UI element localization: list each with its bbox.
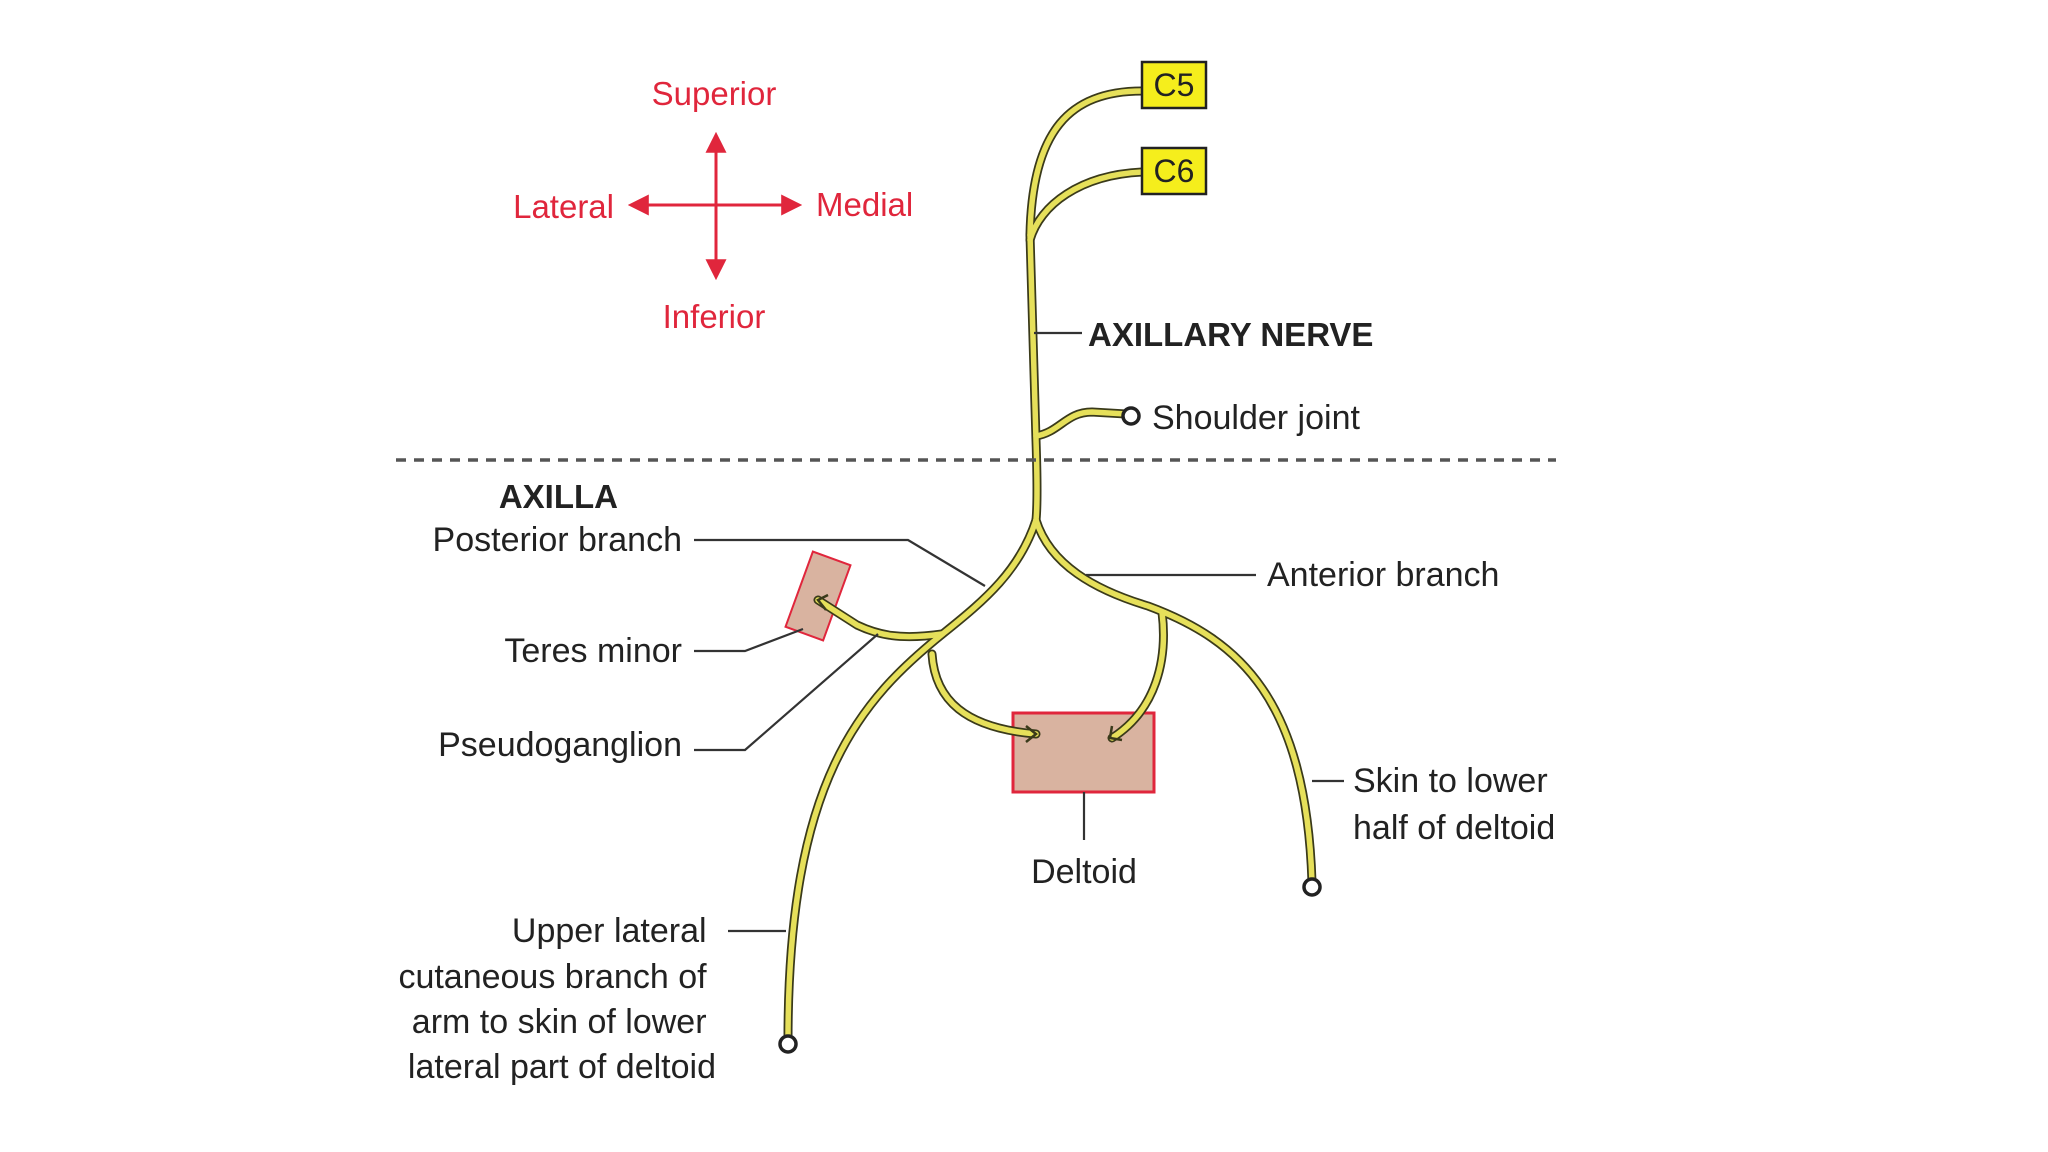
skin-lower-deltoid-line-1: Skin to lower: [1353, 762, 1548, 800]
nerve-outline: [783, 86, 1317, 1045]
posterior-branch-leader: [694, 538, 986, 587]
teres-minor-ending: [816, 593, 829, 611]
deltoid-ending-right: [1108, 725, 1123, 742]
shoulder-joint-terminal: [1121, 406, 1141, 426]
upper-lateral-cutaneous-line-4: lateral part of deltoid: [408, 1048, 716, 1086]
inferior-label: Inferior: [663, 298, 766, 335]
skin-lower-deltoid-line-2: half of deltoid: [1353, 809, 1555, 847]
anterior-branch-nerve: [1033, 517, 1315, 885]
upper-lateral-cutaneous-label: Upper lateral cutaneous branch of arm to…: [398, 912, 716, 1086]
anterior-deltoid-branch: [1109, 609, 1167, 741]
c5-label: C5: [1154, 67, 1195, 103]
axillary-nerve-trunk: [1027, 232, 1040, 523]
c6-root-box: C6: [1140, 146, 1208, 196]
deltoid-ending-left: [1025, 725, 1039, 743]
anterior-branch-terminal: [1302, 877, 1322, 897]
c6-root-nerve: [1027, 169, 1145, 243]
lateral-label: Lateral: [513, 188, 614, 225]
posterior-branch-label: Posterior branch: [433, 521, 682, 559]
deltoid-label: Deltoid: [1031, 853, 1137, 891]
teres-minor-leader: [694, 627, 804, 653]
teres-minor-branch: [815, 597, 945, 640]
anterior-branch-label: Anterior branch: [1267, 556, 1499, 594]
upper-lateral-cutaneous-line-1: Upper lateral: [512, 912, 707, 950]
axilla-label: AXILLA: [499, 478, 618, 515]
upper-lateral-cutaneous-line-2: cutaneous branch of: [398, 958, 707, 996]
c5-root-nerve: [1027, 88, 1145, 238]
medial-label: Medial: [816, 186, 913, 223]
skin-lower-deltoid-label: Skin to lower half of deltoid: [1353, 762, 1557, 847]
motor-endings: [816, 593, 1123, 743]
pseudoganglion-leader: [694, 633, 879, 752]
superior-label: Superior: [652, 75, 777, 112]
axillary-nerve-label: AXILLARY NERVE: [1088, 316, 1373, 353]
pseudoganglion-label: Pseudoganglion: [438, 726, 682, 764]
teres-minor-label: Teres minor: [504, 632, 682, 670]
posterior-branch-nerve: [785, 517, 1039, 1043]
shoulder-joint-label: Shoulder joint: [1152, 399, 1360, 437]
posterior-branch-terminal: [778, 1034, 798, 1054]
shoulder-joint-branch: [1033, 409, 1129, 439]
nerve-fill: [785, 88, 1315, 1043]
c5-root-box: C5: [1140, 60, 1208, 110]
leader-lines: [694, 331, 1344, 933]
c6-label: C6: [1154, 153, 1195, 189]
orientation-compass: Superior Inferior Lateral Medial: [513, 75, 913, 335]
posterior-deltoid-branch: [929, 651, 1039, 737]
upper-lateral-cutaneous-line-3: arm to skin of lower: [412, 1003, 707, 1041]
